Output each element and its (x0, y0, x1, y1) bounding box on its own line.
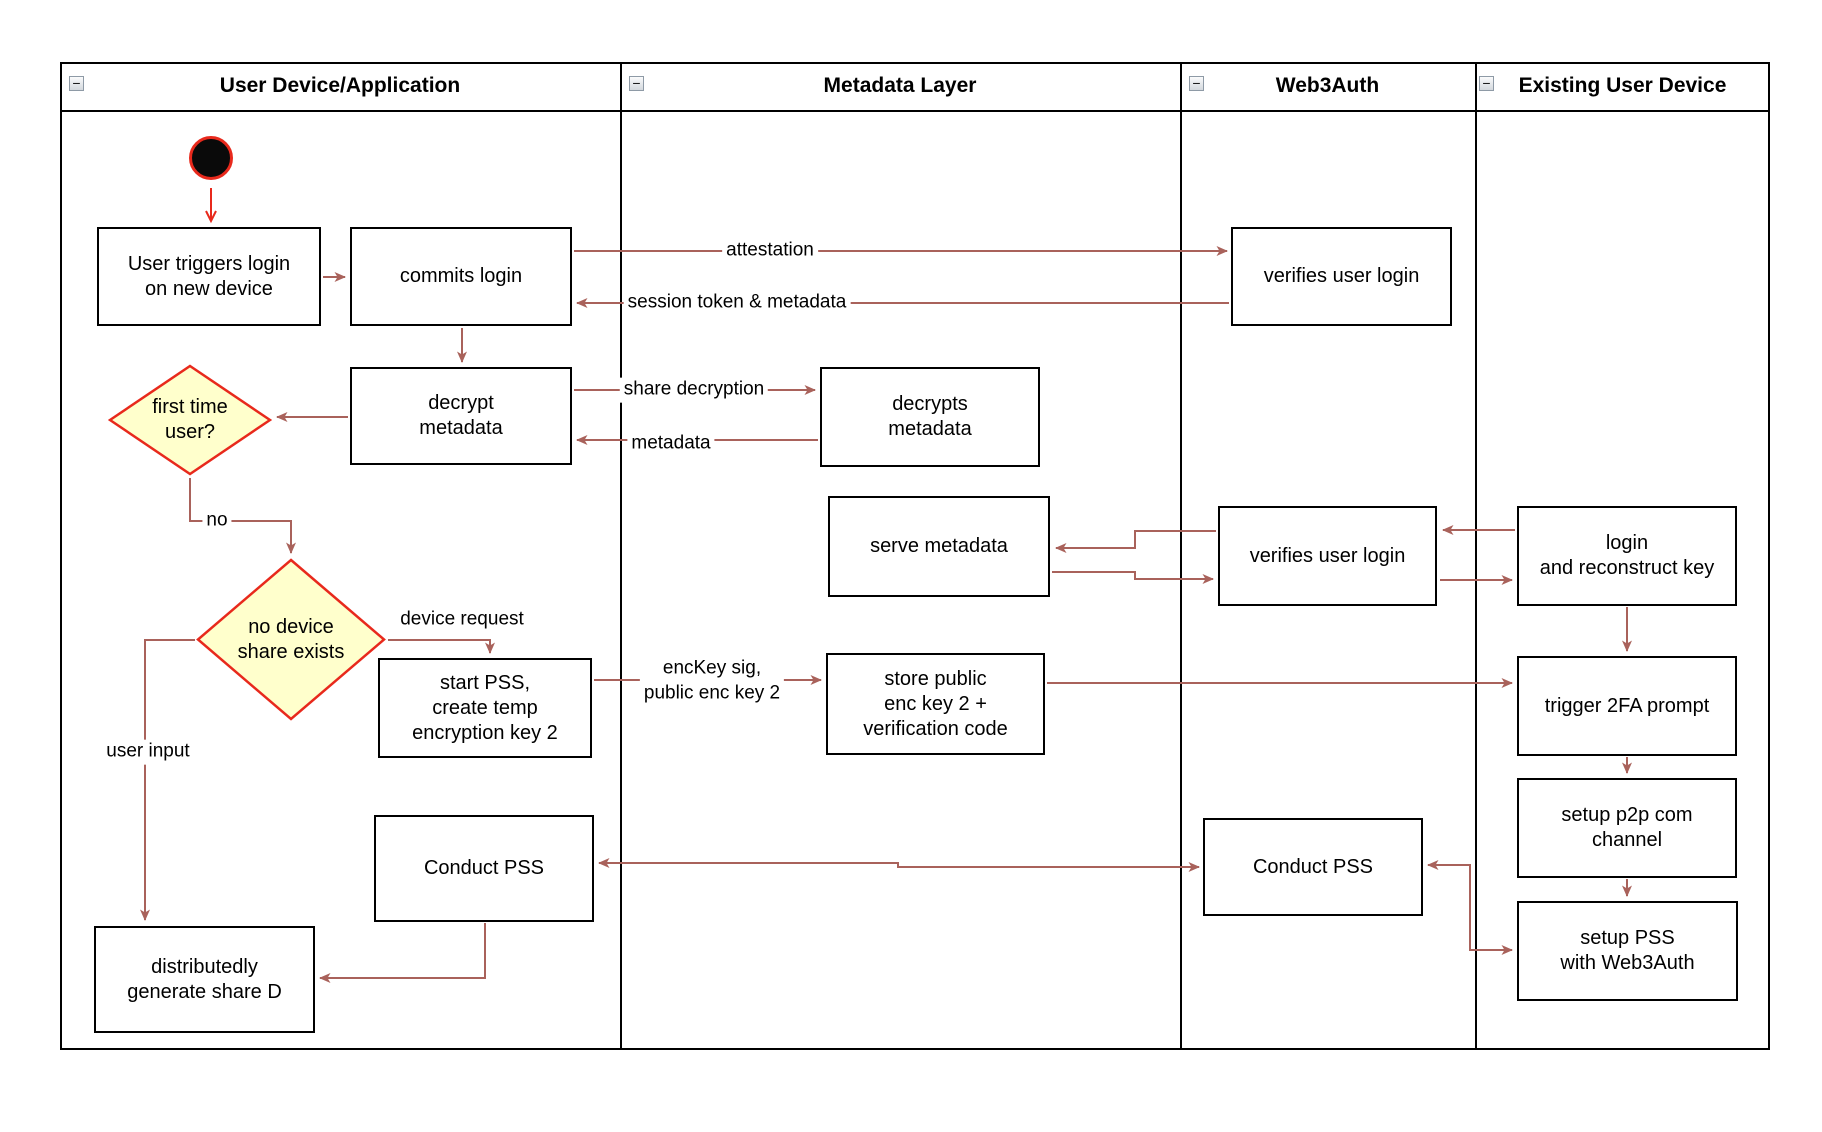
node-verifies-user-login-2: verifies user login (1218, 506, 1437, 606)
edge-label-user-input: user input (102, 739, 194, 765)
collapse-lane-icon[interactable]: − (1479, 76, 1494, 91)
edge-label-session-token: session token & metadata (623, 290, 851, 316)
node-user-triggers-login: User triggers login on new device (97, 227, 321, 326)
lane-separator (620, 62, 622, 1050)
decision-first-time-user: first time user? (108, 364, 272, 476)
node-trigger-2fa-prompt: trigger 2FA prompt (1517, 656, 1737, 756)
node-login-and-reconstruct-key: login and reconstruct key (1517, 506, 1737, 606)
edge-label-device-request: device request (396, 607, 528, 633)
node-distributedly-generate-share-d: distributedly generate share D (94, 926, 315, 1033)
decision-no-device-share-exists: no device share exists (196, 558, 386, 721)
diamond-shape (196, 558, 386, 721)
edge-label-attestation: attestation (722, 238, 818, 264)
node-start-pss: start PSS, create temp encryption key 2 (378, 658, 592, 758)
node-setup-p2p-com-channel: setup p2p com channel (1517, 778, 1737, 878)
node-commits-login: commits login (350, 227, 572, 326)
node-decrypt-metadata: decrypt metadata (350, 367, 572, 465)
lane-separator (1475, 62, 1477, 1050)
edge-label-enckey-sig: encKey sig, public enc key 2 (639, 656, 785, 706)
collapse-lane-icon[interactable]: − (1189, 76, 1204, 91)
node-serve-metadata: serve metadata (828, 496, 1050, 597)
lane-header-metadata-layer: Metadata Layer (823, 74, 977, 97)
start-node (189, 136, 233, 180)
lane-header-web3auth: Web3Auth (1275, 74, 1380, 97)
edge-label-share-decryption: share decryption (619, 377, 769, 403)
node-conduct-pss-user: Conduct PSS (374, 815, 594, 922)
edge-label-no-branch: no (202, 508, 232, 534)
node-setup-pss-with-web3auth: setup PSS with Web3Auth (1517, 901, 1738, 1001)
node-verifies-user-login-1: verifies user login (1231, 227, 1452, 326)
node-conduct-pss-web3auth: Conduct PSS (1203, 818, 1423, 916)
diamond-shape (108, 364, 272, 476)
node-store-public-enc-key: store public enc key 2 + verification co… (826, 653, 1045, 755)
lane-separator (1180, 62, 1182, 1050)
diagram-frame (60, 62, 1770, 1050)
decision-label: first time user? (152, 396, 228, 443)
collapse-lane-icon[interactable]: − (69, 76, 84, 91)
lane-header-underline (60, 110, 1770, 112)
collapse-lane-icon[interactable]: − (629, 76, 644, 91)
node-decrypts-metadata: decrypts metadata (820, 367, 1040, 467)
decision-label: no device share exists (237, 615, 345, 663)
lane-header-existing-user-device: Existing User Device (1518, 74, 1727, 97)
lane-header-user-device-application: User Device/Application (219, 74, 461, 97)
edge-label-metadata-return: metadata (627, 431, 715, 457)
